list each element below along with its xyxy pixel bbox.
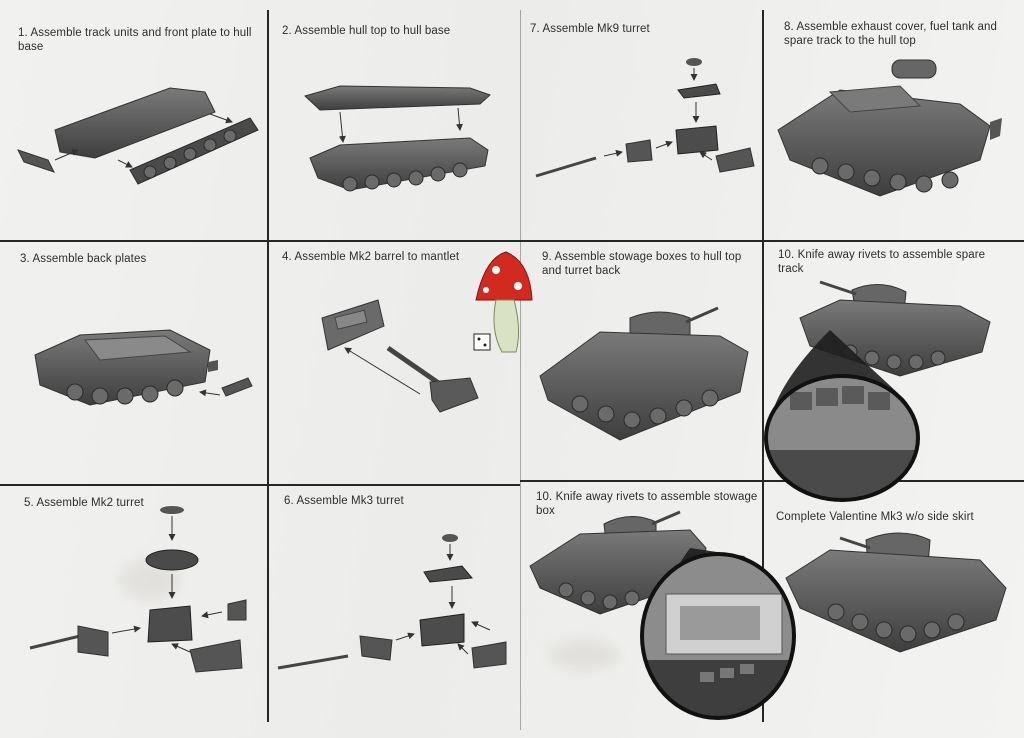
step-4-caption: 4. Assemble Mk2 barrel to mantlet	[282, 251, 460, 263]
step-6-caption: 6. Assemble Mk3 turret	[284, 495, 404, 507]
step-10b-caption: 10. Knife away rivets to assemble stowag…	[536, 491, 758, 517]
grid-divider-h2b	[520, 480, 1024, 482]
complete-caption: Complete Valentine Mk3 w/o side skirt	[776, 511, 974, 523]
step-2-caption: 2. Assemble hull top to hull base	[282, 25, 451, 37]
step-8-caption: 8. Assemble exhaust cover, fuel tank and…	[784, 21, 998, 47]
step-3-caption: 3. Assemble back plates	[20, 253, 147, 265]
grid-divider-h2a	[0, 484, 520, 486]
grid-divider-v3	[762, 10, 764, 722]
grid-divider-h1	[0, 240, 1024, 242]
step-7-caption: 7. Assemble Mk9 turret	[530, 23, 650, 35]
grid-divider-v2	[520, 10, 521, 730]
step-1-caption: 1. Assemble track units and front plate …	[18, 27, 252, 53]
paper-smudge	[550, 640, 620, 670]
step-10a-caption: 10. Knife away rivets to assemble spare …	[778, 249, 986, 275]
step-9-caption: 9. Assemble stowage boxes to hull top an…	[542, 251, 742, 277]
step-5-caption: 5. Assemble Mk2 turret	[24, 497, 144, 509]
grid-divider-v1	[267, 10, 269, 722]
